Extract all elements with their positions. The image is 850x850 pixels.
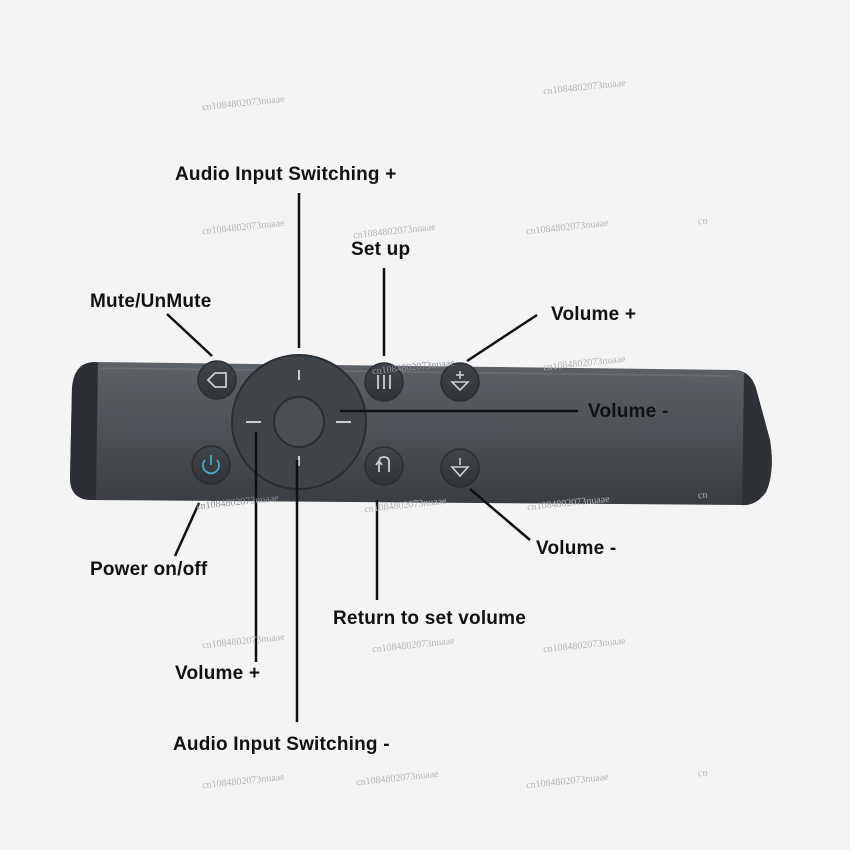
nav-center-button[interactable] [273,396,325,448]
power-button[interactable] [191,445,231,485]
label-set-up: Set up [351,239,411,260]
watermark: cn [697,489,709,502]
speaker-minus-icon [450,458,470,478]
label-volume-plus-bottom: Volume + [175,663,261,684]
leader-mute [166,313,213,357]
leader-volume-plus-right [466,313,538,363]
label-volume-minus-mid: Volume - [588,401,669,422]
mute-button[interactable] [197,360,237,400]
label-volume-plus-right: Volume + [551,304,637,325]
watermark: cn [697,767,709,780]
leader-volume-minus-lower [469,488,531,541]
remote-left-cap [70,362,98,500]
setup-button[interactable] [364,362,404,402]
return-button[interactable] [364,446,404,486]
home-icon [206,372,227,388]
power-icon [202,455,220,475]
label-mute: Mute/UnMute [90,291,212,312]
label-audio-input-plus: Audio Input Switching + [175,164,397,185]
volume-up-button[interactable] [440,362,480,402]
leader-lines [166,193,578,722]
label-return-volume: Return to set volume [333,608,526,629]
return-icon [375,456,390,472]
remote-body [70,362,772,506]
menu-icon [377,375,391,389]
volume-down-button[interactable] [440,448,480,488]
speaker-plus-icon [450,371,470,392]
remote-end-cap [735,370,772,506]
label-power: Power on/off [90,559,208,580]
label-volume-minus-lower: Volume - [536,538,617,559]
leader-power [173,502,201,557]
watermark: cn [697,215,709,228]
label-audio-input-minus: Audio Input Switching - [173,734,390,755]
nav-ring[interactable] [231,354,367,490]
